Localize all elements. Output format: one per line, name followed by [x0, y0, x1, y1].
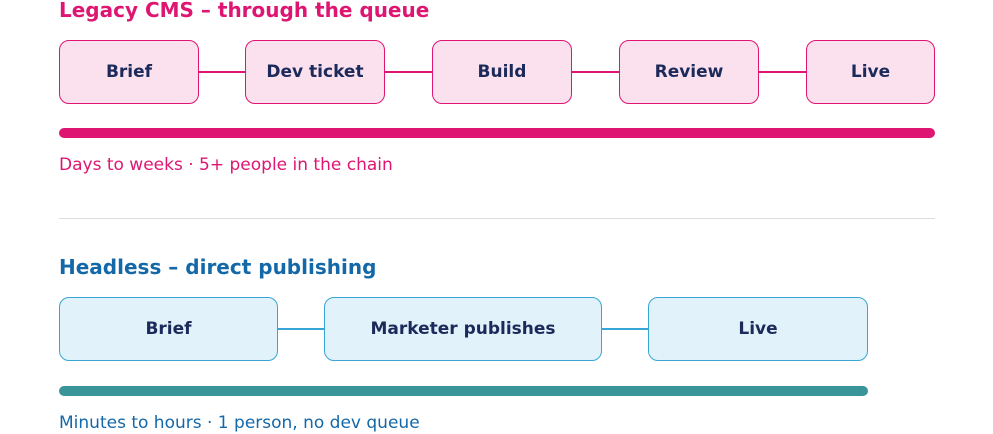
legacy-connector — [199, 71, 245, 73]
headless-step-live: Live — [648, 297, 868, 361]
legacy-connector — [759, 71, 806, 73]
legacy-step-build: Build — [432, 40, 572, 104]
legacy-step-brief: Brief — [59, 40, 199, 104]
legacy-step-dev-ticket: Dev ticket — [245, 40, 385, 104]
legacy-connector — [385, 71, 432, 73]
legacy-step-live: Live — [806, 40, 935, 104]
legacy-step-review: Review — [619, 40, 759, 104]
headless-caption: Minutes to hours · 1 person, no dev queu… — [59, 413, 420, 433]
headless-connector — [602, 328, 648, 330]
headless-step-brief: Brief — [59, 297, 278, 361]
legacy-duration-bar — [59, 128, 935, 138]
legacy-connector — [572, 71, 619, 73]
headless-step-marketer-publishes: Marketer publishes — [324, 297, 602, 361]
headless-connector — [278, 328, 324, 330]
section-divider — [59, 218, 935, 219]
headless-title: Headless – direct publishing — [59, 255, 377, 279]
legacy-caption: Days to weeks · 5+ people in the chain — [59, 155, 393, 175]
legacy-title: Legacy CMS – through the queue — [59, 0, 430, 22]
headless-duration-bar — [59, 386, 868, 396]
